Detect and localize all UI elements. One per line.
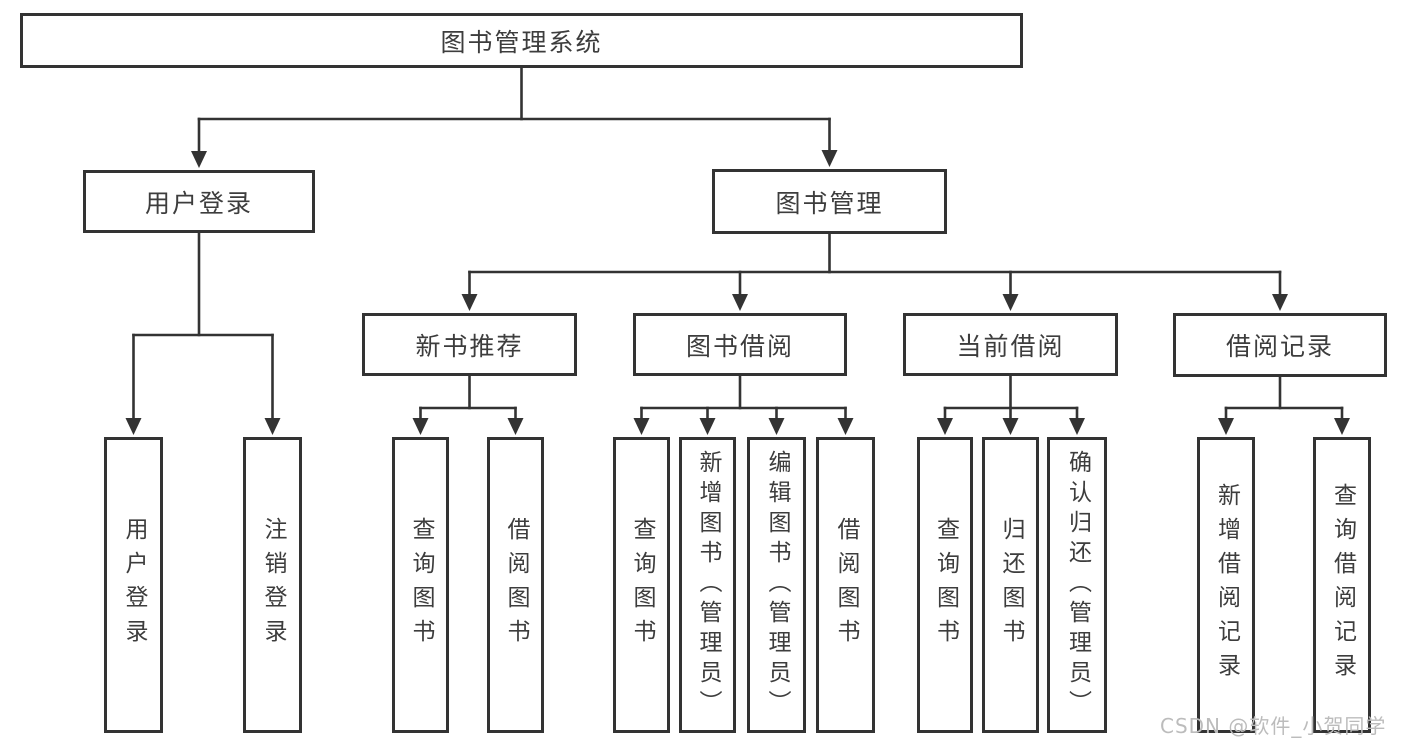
arrowhead-icon bbox=[1272, 294, 1288, 311]
arrowhead-icon bbox=[1069, 418, 1085, 435]
node-label: 图书管理系统 bbox=[440, 27, 603, 57]
arrowhead-icon bbox=[633, 418, 650, 435]
node-label: 借阅图书 bbox=[503, 517, 529, 653]
node-leaf-cb-query: 查询图书 bbox=[917, 437, 973, 733]
node-current-borrow: 当前借阅 bbox=[903, 313, 1118, 376]
node-label: 查询借阅记录 bbox=[1329, 483, 1356, 687]
node-borrow-records: 借阅记录 bbox=[1173, 313, 1387, 377]
arrowhead-icon bbox=[732, 294, 748, 311]
node-label: 注销登录 bbox=[260, 517, 286, 653]
arrowhead-icon bbox=[1002, 418, 1019, 435]
node-label: 借阅记录 bbox=[1225, 332, 1334, 361]
arrowhead-icon bbox=[768, 418, 785, 435]
node-user-login: 用户登录 bbox=[83, 170, 315, 233]
node-leaf-nbr-query: 查询图书 bbox=[392, 437, 449, 733]
node-label: 查询图书 bbox=[408, 517, 434, 653]
arrowhead-icon bbox=[507, 418, 524, 435]
node-label: 新增图书（管理员） bbox=[695, 450, 721, 720]
node-label: 新增借阅记录 bbox=[1213, 483, 1240, 687]
node-leaf-br-add: 新增借阅记录 bbox=[1197, 437, 1255, 733]
node-leaf-user-login: 用户登录 bbox=[104, 437, 163, 733]
arrowhead-icon bbox=[191, 151, 207, 168]
node-label: 当前借阅 bbox=[956, 331, 1065, 361]
node-leaf-bb-borrow: 借阅图书 bbox=[816, 437, 875, 733]
node-label: 确认归还（管理员） bbox=[1064, 450, 1091, 720]
node-label: 图书借阅 bbox=[685, 331, 794, 361]
watermark: CSDN @软件_小贺同学 bbox=[1160, 714, 1387, 738]
node-label: 借阅图书 bbox=[833, 517, 859, 653]
arrowhead-icon bbox=[461, 294, 478, 311]
node-label: 新书推荐 bbox=[415, 331, 524, 361]
arrowhead-icon bbox=[937, 418, 953, 435]
node-root: 图书管理系统 bbox=[20, 13, 1023, 68]
arrowhead-icon bbox=[264, 418, 281, 435]
arrowhead-icon bbox=[1334, 418, 1350, 435]
node-leaf-bb-query: 查询图书 bbox=[613, 437, 670, 733]
node-leaf-bb-add: 新增图书（管理员） bbox=[679, 437, 736, 733]
arrowhead-icon bbox=[699, 418, 716, 435]
node-label: 图书管理 bbox=[775, 188, 884, 218]
node-book-mgmt: 图书管理 bbox=[712, 169, 947, 234]
node-leaf-bb-edit: 编辑图书（管理员） bbox=[747, 437, 806, 733]
arrowhead-icon bbox=[125, 418, 142, 435]
node-new-book-rec: 新书推荐 bbox=[362, 313, 577, 376]
node-label: 查询图书 bbox=[932, 517, 959, 653]
arrowhead-icon bbox=[412, 418, 429, 435]
arrowhead-icon bbox=[837, 418, 854, 435]
node-label: 查询图书 bbox=[629, 517, 655, 653]
node-leaf-logout: 注销登录 bbox=[243, 437, 302, 733]
node-label: 归还图书 bbox=[998, 517, 1024, 653]
node-label: 编辑图书（管理员） bbox=[764, 450, 790, 720]
arrowhead-icon bbox=[1218, 418, 1234, 435]
node-label: 用户登录 bbox=[121, 517, 147, 653]
node-leaf-cb-return: 归还图书 bbox=[982, 437, 1039, 733]
node-label: 用户登录 bbox=[144, 188, 253, 218]
node-leaf-nbr-borrow: 借阅图书 bbox=[487, 437, 544, 733]
node-leaf-br-query: 查询借阅记录 bbox=[1313, 437, 1371, 733]
node-leaf-cb-confirm: 确认归还（管理员） bbox=[1047, 437, 1107, 733]
arrowhead-icon bbox=[821, 150, 838, 167]
node-book-borrow: 图书借阅 bbox=[633, 313, 847, 376]
arrowhead-icon bbox=[1002, 294, 1019, 311]
